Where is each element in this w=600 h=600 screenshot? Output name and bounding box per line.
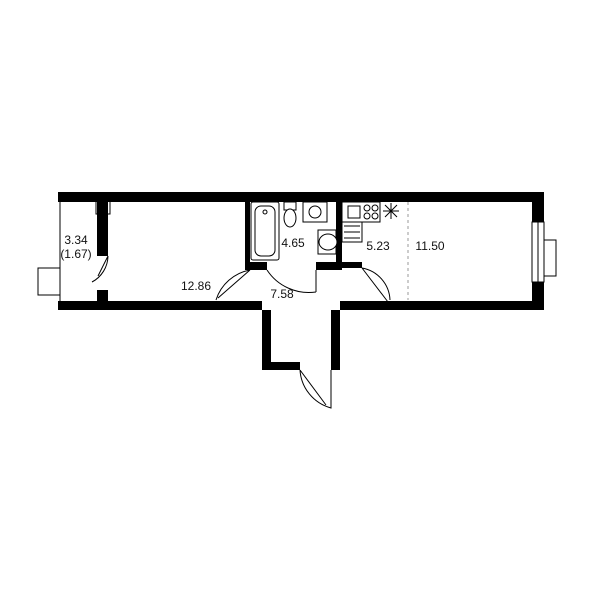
- bedroom-door: [215, 269, 251, 301]
- bath-bottom-wall-right: [316, 262, 340, 270]
- balcony-area-reduced-label: (1.67): [60, 247, 91, 261]
- right-wall-upper: [532, 202, 544, 222]
- bathroom-fixtures: [250, 201, 338, 261]
- corridor-left-wall: [262, 310, 271, 370]
- corridor-bottom-left-wall: [262, 362, 300, 370]
- extractor-fan-icon: [383, 203, 399, 219]
- entrance-door: [299, 369, 332, 409]
- bedroom-area-label: 12.86: [181, 279, 211, 293]
- bedroom-left-wall-lower: [97, 290, 108, 301]
- hall-area-label: 7.58: [270, 287, 294, 301]
- corridor-right-wall: [331, 310, 340, 370]
- kitchen-door: [361, 267, 391, 303]
- balcony-area-label: 3.34: [64, 233, 88, 247]
- sink-icon: [318, 233, 338, 251]
- right-wall-lower: [532, 282, 544, 301]
- toilet-icon: [283, 208, 297, 228]
- bathtub-basin: [254, 205, 276, 257]
- living-area-label: 11.50: [415, 239, 444, 253]
- corridor-corner-left: [248, 301, 262, 310]
- bottom-wall-right: [340, 301, 544, 310]
- top-wall: [58, 192, 544, 202]
- interior-walls: [245, 202, 362, 270]
- bedroom-left-wall-upper: [97, 202, 108, 256]
- balcony-door: [91, 255, 109, 283]
- balcony-bay: [37, 267, 61, 296]
- living-window-sill: [543, 239, 557, 277]
- outer-walls: [58, 192, 544, 370]
- bathtub-drain: [262, 209, 268, 215]
- bathroom-door: [266, 269, 317, 293]
- kitchen-sink-icon: [347, 205, 361, 219]
- windows: [531, 221, 557, 283]
- bath-left-wall: [245, 202, 250, 270]
- stove-burner-3: [363, 212, 371, 220]
- stove-burner-1: [363, 204, 371, 212]
- washing-machine-drum: [308, 205, 322, 219]
- stove-burner-2: [371, 204, 379, 212]
- bath-kitchen-wall: [336, 202, 342, 270]
- doors: [91, 255, 391, 409]
- kitchen-area-label: 5.23: [366, 239, 390, 253]
- bath-bottom-wall-left: [245, 262, 267, 270]
- kitchen-bottom-wall: [340, 262, 362, 268]
- bathroom-area-label: 4.65: [281, 236, 305, 250]
- kitchen-fixtures: [341, 201, 409, 300]
- stove-burner-4: [371, 212, 379, 220]
- bottom-wall-left: [58, 301, 248, 310]
- room-labels: 3.34 (1.67) 12.86 7.58 4.65 5.23 11.50: [60, 233, 445, 301]
